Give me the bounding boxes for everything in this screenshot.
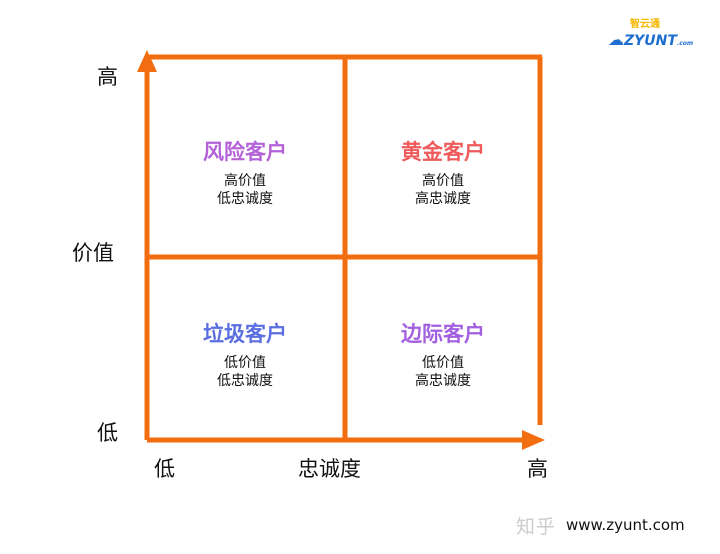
quadrant-line: 低价值 — [422, 355, 464, 371]
quadrant-line: 低价值 — [224, 355, 266, 371]
quadrant-line: 高价值 — [224, 173, 266, 189]
quadrant-gold: 黄金客户 高价值 高忠诚度 — [345, 136, 541, 208]
logo: 智云通 ☁ZYUNT.com — [608, 18, 693, 53]
x-axis-high: 高 — [527, 457, 548, 481]
x-axis-arrow — [522, 430, 545, 450]
y-axis-arrow — [137, 50, 157, 72]
x-axis-title: 忠诚度 — [298, 457, 361, 481]
quadrant-line: 低忠诚度 — [217, 191, 273, 207]
watermark: 知乎 — [516, 516, 557, 538]
quadrant-title: 垃圾客户 — [203, 322, 287, 346]
quadrant-title: 黄金客户 — [401, 140, 485, 164]
y-axis-low: 低 — [97, 421, 118, 445]
x-axis-low: 低 — [154, 457, 175, 481]
footer-url: www.zyunt.com — [566, 516, 685, 534]
quadrant-line: 低忠诚度 — [217, 373, 273, 389]
logo-en: ZYUNT — [624, 33, 677, 49]
quadrant-marginal: 边际客户 低价值 高忠诚度 — [345, 318, 541, 390]
quadrant-line: 高价值 — [422, 173, 464, 189]
quadrant-risk: 风险客户 高价值 低忠诚度 — [147, 136, 343, 208]
y-axis-high: 高 — [97, 65, 118, 89]
quadrant-title: 边际客户 — [401, 322, 485, 346]
logo-suffix: .com — [676, 40, 694, 47]
y-axis-title: 价值 — [72, 241, 114, 265]
quadrant-line: 高忠诚度 — [415, 191, 471, 207]
quadrant-title: 风险客户 — [203, 140, 287, 164]
logo-cn: 智云通 — [630, 19, 660, 30]
cloud-icon: ☁ — [608, 30, 624, 49]
quadrant-junk: 垃圾客户 低价值 低忠诚度 — [147, 318, 343, 390]
quadrant-line: 高忠诚度 — [415, 373, 471, 389]
